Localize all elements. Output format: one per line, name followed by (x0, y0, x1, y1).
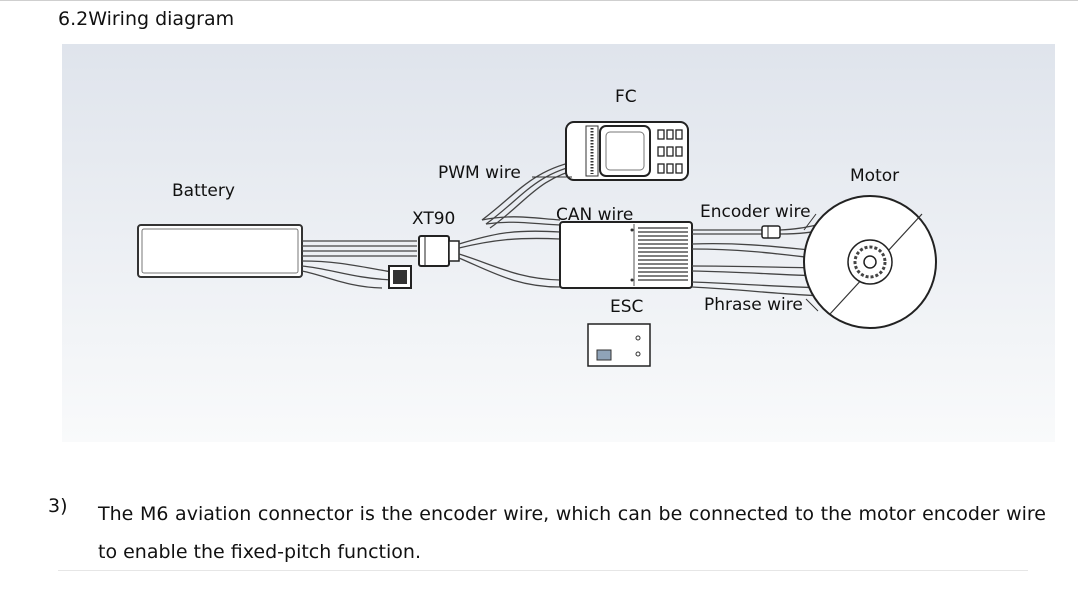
fc-module-icon (565, 121, 689, 181)
xt90-label: XT90 (412, 209, 455, 229)
section-title: 6.2Wiring diagram (58, 8, 235, 30)
battery-icon (137, 224, 303, 278)
encoder-connector-icon (761, 225, 781, 239)
bottom-rule (58, 570, 1028, 571)
fc-label: FC (615, 87, 637, 107)
battery-leads (301, 240, 417, 289)
esc-icon (559, 221, 693, 289)
battery-label: Battery (172, 181, 235, 201)
esc-label: ESC (610, 297, 643, 317)
leader-lines (532, 176, 819, 312)
wiring-diagram: FC Battery PWM wire XT90 CAN wire Encode… (62, 44, 1055, 442)
encoder-wire-label: Encoder wire (700, 202, 811, 222)
can-wire (481, 216, 561, 226)
power-wires (458, 230, 561, 288)
motor-icon (803, 195, 937, 329)
esc-side-view-icon (587, 323, 651, 367)
pwm-wire-label: PWM wire (438, 163, 521, 183)
balance-connector-icon (388, 265, 412, 289)
top-rule (0, 0, 1078, 1)
motor-label: Motor (850, 166, 899, 186)
list-number: 3) (48, 495, 68, 517)
phrase-wire-label: Phrase wire (704, 295, 803, 315)
can-wire-label: CAN wire (556, 205, 633, 225)
note-paragraph: The M6 aviation connector is the encoder… (98, 503, 1046, 563)
xt90-connector-icon (418, 235, 460, 267)
